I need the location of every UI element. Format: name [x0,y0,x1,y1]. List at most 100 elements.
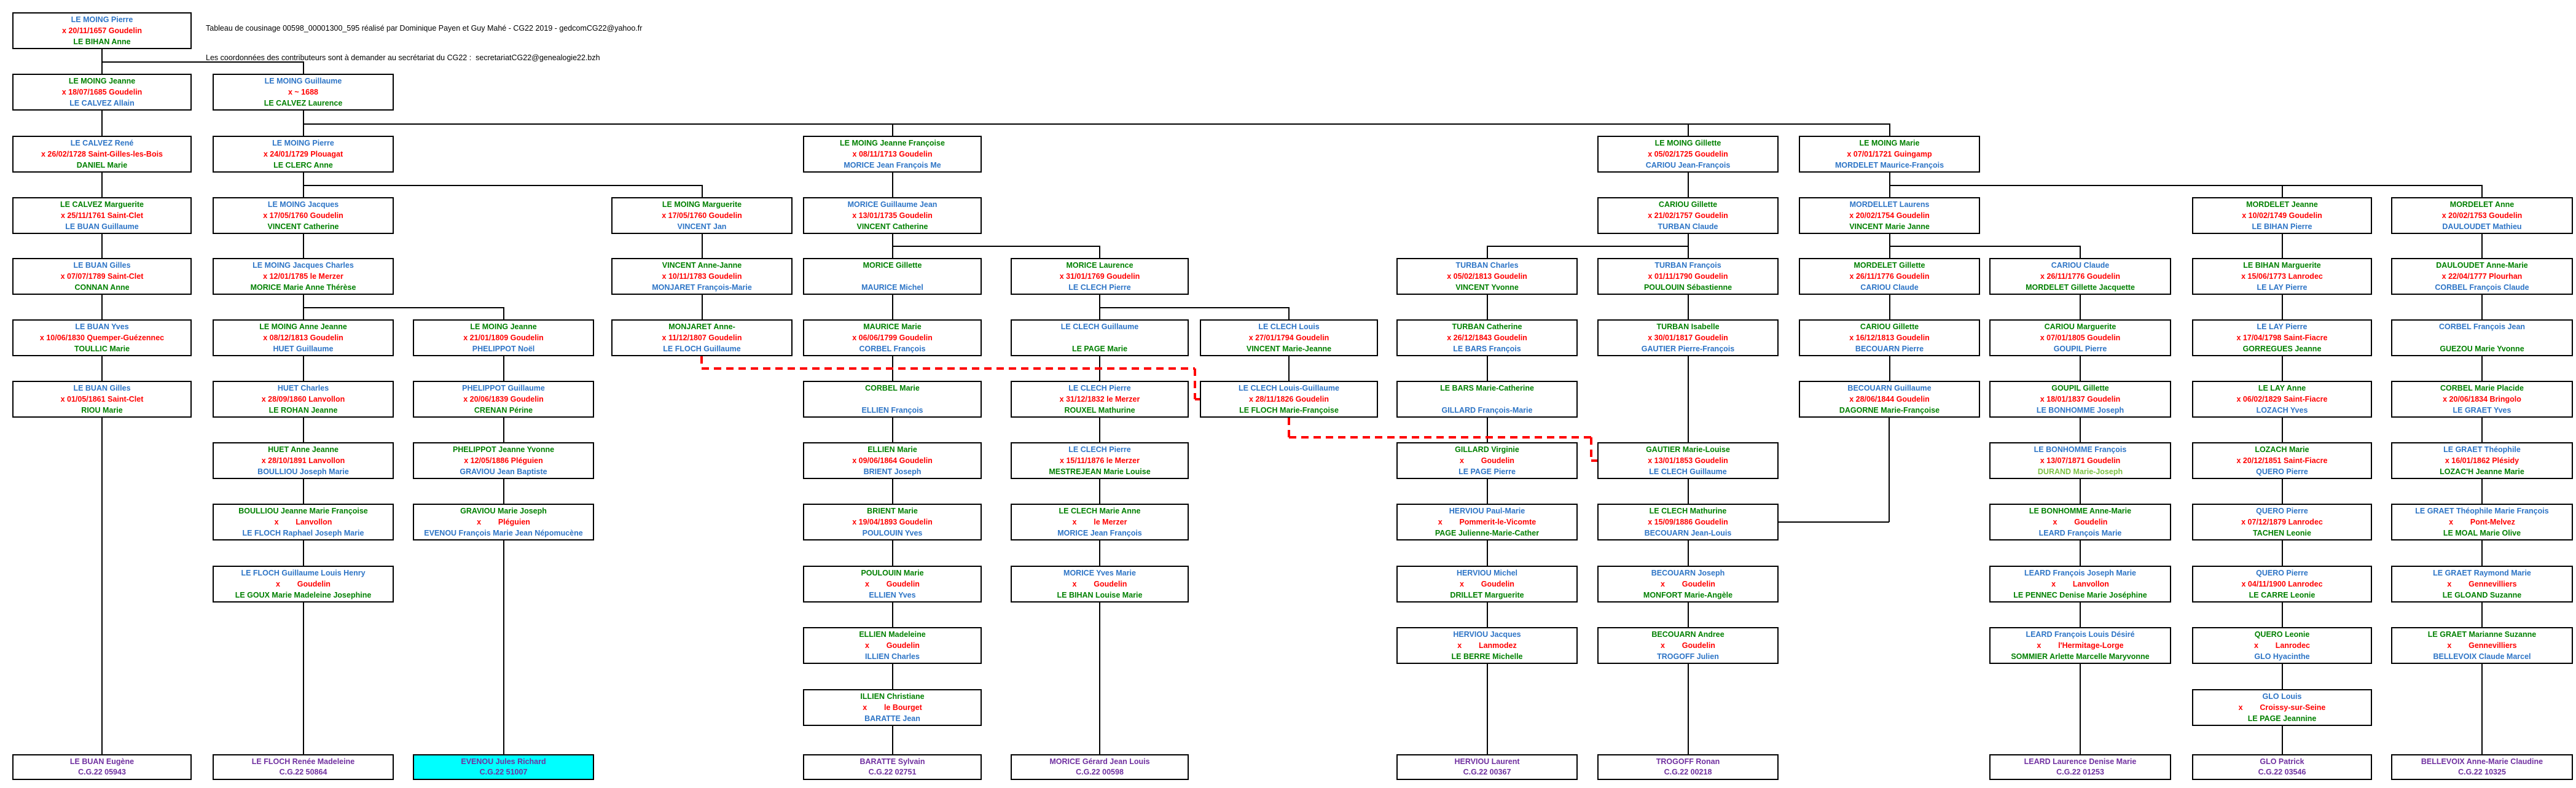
person-box-r5c5: MORICE Gillette MAURICE Michel [803,258,982,295]
connector-line [302,603,304,754]
connector-line [1889,356,1890,381]
connector-line [2281,234,2283,258]
marriage-date-place: x 17/04/1798 Saint-Fiacre [2236,334,2328,342]
spouse-name: LE BERRE Michelle [1451,652,1523,661]
person-name: PHELIPPOT Jeanne Yvonne [452,445,555,454]
spouse-name: LE PAGE Pierre [1458,467,1516,476]
marriage-date-place: x Goudelin [276,580,331,588]
marriage-date-place: x l'Hermitage-Lorge [2037,641,2124,650]
spouse-name: ILLIEN Charles [865,652,920,661]
person-name: LE MOING Marie [1859,139,1920,147]
person-name: LE CALVEZ Marguerite [60,200,144,209]
becouarn-side-link [1889,418,1890,522]
spouse-name: LE BARS François [1453,345,1521,353]
spouse-name: LE CLECH Pierre [1068,283,1131,292]
marriage-date-place: x Goudelin [865,641,920,650]
marriage-date-place: x Pléguien [477,518,530,526]
marriage-date-place: x Goudelin [2053,518,2108,526]
marriage-date-place: x 19/04/1893 Goudelin [852,518,933,526]
marriage-date-place: x 31/01/1769 Goudelin [1059,272,1140,281]
person-name: BOULLIOU Jeanne Marie Françoise [238,507,368,515]
connector-line [302,185,703,186]
spouse-name: PAGE Julienne-Marie-Cather [1435,529,1540,537]
marriage-date-place: x 10/11/1783 Goudelin [662,272,742,281]
connector-line [101,356,103,381]
connector-line [1687,173,1689,197]
spouse-name: LE FLOCH Guillaume [663,345,741,353]
spouse-name: CONNAN Anne [74,283,130,292]
person-box-r6c6: LE CLECH Guillaume LE PAGE Marie [1011,319,1189,356]
spouse-name: LE PENNEC Denise Marie Joséphine [2013,591,2147,599]
spouse-name: ELLIEN Yves [869,591,916,599]
connector-line [2481,418,2483,442]
member-id: C.G.22 03546 [2258,768,2306,776]
member-id: C.G.22 00367 [1463,768,1511,776]
marriage-date-place: x 07/12/1879 Lanrodec [2241,518,2323,526]
person-box-r6c13: CORBEL François Jean GUEZOU Marie Yvonne [2391,319,2573,356]
spouse-name: BRIENT Joseph [863,467,922,476]
connector-line [1099,246,1100,258]
connector-line [302,123,1890,125]
spouse-name: VINCENT Marie Janne [1849,222,1930,231]
marriage-date-place: x Goudelin [1072,580,1127,588]
marriage-date-place: x 10/02/1749 Goudelin [2242,211,2322,220]
connector-line [503,418,504,442]
connector-line [1288,356,1290,381]
marriage-date-place [2392,332,2572,343]
marriage-date-place: x 12/05/1886 Pléguien [464,456,543,465]
connector-line [1889,185,2483,186]
member-id: C.G.22 02751 [868,768,917,776]
person-name: LE BONHOMME Anne-Marie [2029,507,2132,515]
connector-line [2481,603,2483,627]
connector-line [302,307,504,308]
person-name: LE GRAET Marianne Suzanne [2427,630,2537,639]
dashed-link-leclech-to-gautier [1591,459,1597,462]
marriage-date-place: x 21/02/1757 Goudelin [1648,211,1728,220]
person-name: CORBEL Marie [865,384,920,392]
connector-line [2080,479,2081,504]
spouse-name: MESTREJEAN Marie Louise [1049,467,1151,476]
spouse-name: TACHEN Leonie [2253,529,2311,537]
person-name: LE MOING Pierre [272,139,334,147]
spouse-name: QUERO Pierre [2256,467,2308,476]
connector-line [2481,295,2483,319]
member-name: HERVIOU Laurent [1454,757,1520,766]
person-name: LE GRAET Raymond Marie [2433,569,2531,577]
marriage-date-place: x 15/06/1773 Lanrodec [2241,272,2323,281]
person-name: TURBAN Charles [1455,261,1519,270]
connector-line [2281,479,2283,504]
becouarn-side-link [1779,521,1889,523]
marriage-date-place: x 08/12/1813 Goudelin [263,334,343,342]
connector-line [1099,295,1100,307]
marriage-date-place: x 20/02/1753 Goudelin [2441,211,2523,220]
marriage-date-place [804,394,981,405]
marriage-date-place: x 06/02/1829 Saint-Fiacre [2236,395,2328,404]
spouse-name: MORDELET Gillette Jacquette [2026,283,2135,292]
person-name: HERVIOU Michel [1456,569,1518,577]
dashed-link-monjaret-to-leclech [1195,398,1200,400]
person-name: LE CLECH Marie Anne [1059,507,1141,515]
spouse-name: MONJARET François-Marie [652,283,752,292]
member-name: LE FLOCH Renée Madeleine [251,757,355,766]
person-name: MORDELET Anne [2449,200,2515,209]
